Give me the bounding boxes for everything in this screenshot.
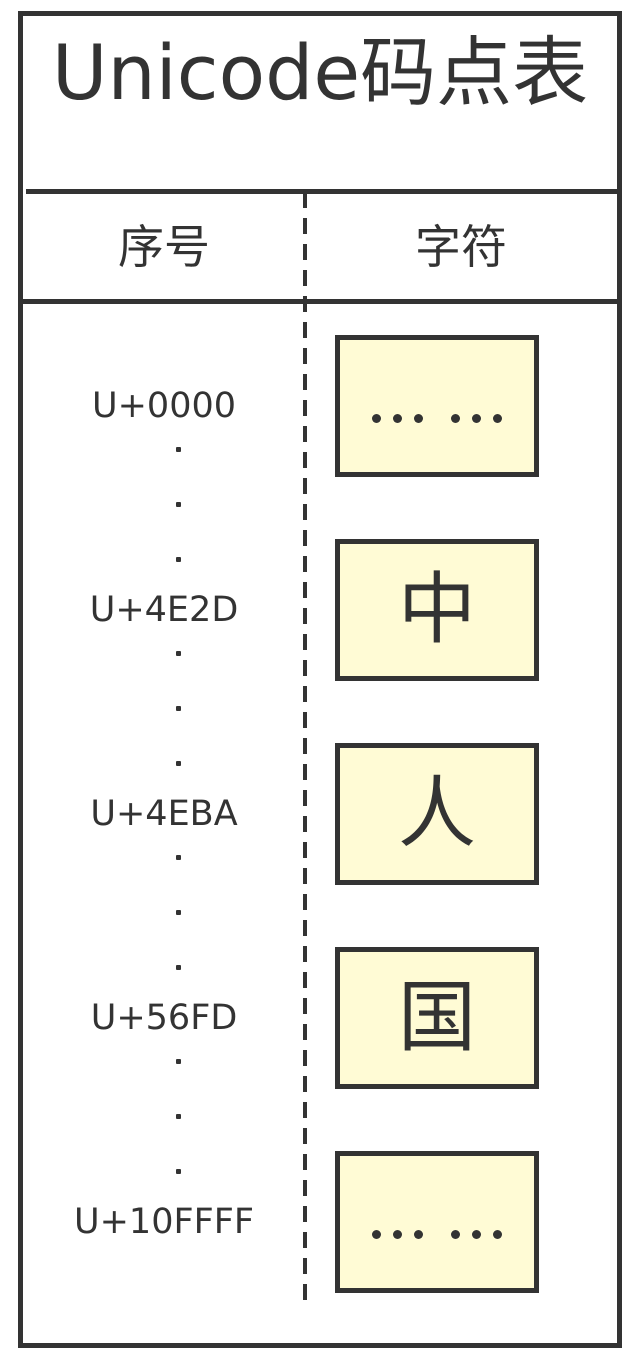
table-row: U+4E2D 中 [23, 508, 617, 712]
ellipsis-dots-icon [340, 414, 534, 423]
code-point-label: U+0000 [91, 385, 237, 426]
dot-group [451, 414, 502, 423]
character-box: 国 [335, 947, 539, 1089]
cell-character [305, 1120, 617, 1324]
table-row: U+56FD 国 [23, 916, 617, 1120]
cell-character: 国 [305, 916, 617, 1120]
cell-character: 中 [305, 508, 617, 712]
dot-group [451, 1230, 502, 1239]
code-point-label: U+4EBA [90, 793, 238, 834]
column-header-index: 序号 [118, 219, 210, 274]
ellipsis-dots-icon [340, 1230, 534, 1239]
dot-group [372, 1230, 423, 1239]
character-box [335, 1151, 539, 1293]
cell-code-point: U+0000 [23, 304, 305, 508]
character-box: 中 [335, 539, 539, 681]
page-title: Unicode码点表 [51, 28, 589, 117]
character-glyph: 国 [397, 973, 476, 1063]
dot-group [372, 414, 423, 423]
column-divider-dashed [303, 192, 307, 1302]
table-row: U+4EBA 人 [23, 712, 617, 916]
cell-character: 人 [305, 712, 617, 916]
header-bottom-rule [18, 299, 622, 304]
character-glyph: 中 [397, 565, 476, 655]
table-header-row: 序号 字符 [23, 194, 617, 299]
code-point-label: U+4E2D [89, 589, 239, 630]
header-top-rule [26, 189, 622, 194]
cell-code-point: U+4E2D [23, 508, 305, 712]
table-row: U+10FFFF [23, 1120, 617, 1324]
column-header-char: 字符 [415, 219, 507, 274]
cell-code-point: U+4EBA [23, 712, 305, 916]
cell-code-point: U+10FFFF [23, 1120, 305, 1324]
table-body: U+0000 U+4E2D 中 [23, 304, 617, 1343]
character-box [335, 335, 539, 477]
character-glyph: 人 [397, 769, 476, 859]
cell-character [305, 304, 617, 508]
code-point-label: U+10FFFF [73, 1201, 254, 1242]
table-row: U+0000 [23, 304, 617, 508]
code-point-label: U+56FD [90, 997, 238, 1038]
character-box: 人 [335, 743, 539, 885]
cell-code-point: U+56FD [23, 916, 305, 1120]
